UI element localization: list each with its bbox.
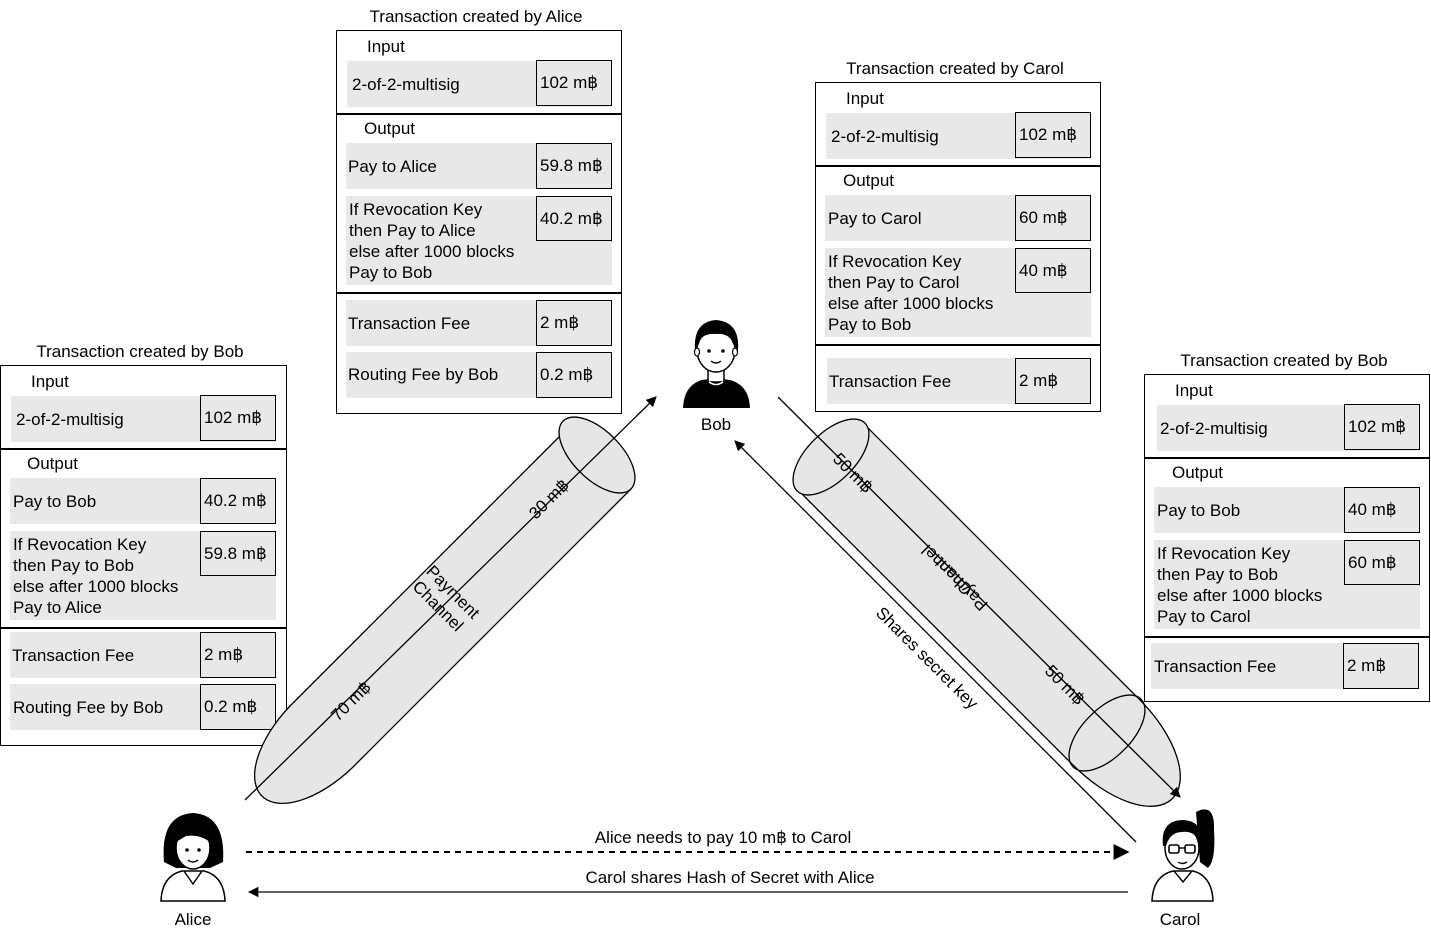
bob-name-label: Bob <box>700 415 732 434</box>
carol-tx-divider-2 <box>816 344 1100 346</box>
alice-tx-fee-label: Transaction Fee <box>348 314 471 333</box>
bob-right-tx-out1-label: Pay to Bob <box>1157 501 1241 520</box>
alice-tx-out1-label: Pay to Alice <box>348 157 437 176</box>
bob-left-tx-box: Input 2-of-2-multisig 102 m฿ Output Pay … <box>0 365 287 746</box>
bob-right-tx-input-header: Input <box>1175 381 1213 400</box>
carol-tx-output-header: Output <box>843 171 895 190</box>
alice-tx-title: Transaction created by Alice <box>369 7 583 26</box>
bob-right-tx-out2-amount: 60 m฿ <box>1344 540 1420 585</box>
carol-tx-input-label: 2-of-2-multisig <box>831 127 939 146</box>
bob-right-tx-divider-1 <box>1145 457 1429 459</box>
alice-avatar-icon <box>160 813 226 902</box>
carol-tx-input-header: Input <box>846 89 884 108</box>
bob-left-tx-routing-label: Routing Fee by Bob <box>13 698 164 717</box>
carol-tx-out1-amount: 60 m฿ <box>1015 195 1091 241</box>
carol-name-label: Carol <box>1159 910 1201 929</box>
bob-right-tx-input-amount: 102 m฿ <box>1344 404 1420 450</box>
bob-right-tx-box: Input 2-of-2-multisig 102 m฿ Output Pay … <box>1144 374 1430 702</box>
alice-tx-input-label: 2-of-2-multisig <box>352 75 460 94</box>
bob-right-tx-title: Transaction created by Bob <box>1180 351 1388 370</box>
bob-right-tx-divider-2 <box>1145 636 1429 638</box>
carol-tx-out2-label: If Revocation Key then Pay to Carol else… <box>828 252 994 334</box>
bob-avatar-icon <box>683 320 750 408</box>
alice-tx-routing-label: Routing Fee by Bob <box>348 365 499 384</box>
carol-tx-out1-label: Pay to Carol <box>828 209 922 228</box>
carol-tx-box: Input 2-of-2-multisig 102 m฿ Output Pay … <box>815 82 1101 412</box>
alice-tx-fee-amount: 2 m฿ <box>536 300 612 346</box>
bob-left-tx-out1-label: Pay to Bob <box>13 492 97 511</box>
bob-right-tx-fee-amount: 2 m฿ <box>1343 643 1419 689</box>
alice-tx-divider-2 <box>337 292 621 294</box>
bob-left-tx-output-header: Output <box>27 454 79 473</box>
bob-left-tx-fee-amount: 2 m฿ <box>200 632 276 678</box>
alice-name-label: Alice <box>174 910 212 929</box>
bob-right-tx-fee-label: Transaction Fee <box>1154 657 1277 676</box>
bob-left-tx-fee-label: Transaction Fee <box>12 646 135 665</box>
alice-tx-divider-1 <box>337 113 621 115</box>
carol-tx-divider-1 <box>816 165 1100 167</box>
bob-left-tx-input-header: Input <box>31 372 69 391</box>
carol-to-bob-secret-arrow <box>734 440 1137 843</box>
alice-tx-output-header: Output <box>364 119 416 138</box>
alice-tx-out2-label: If Revocation Key then Pay to Alice else… <box>349 200 515 282</box>
bob-left-tx-out1-amount: 40.2 m฿ <box>200 478 276 524</box>
alice-needs-to-pay-label: Alice needs to pay 10 m฿ to Carol <box>594 828 852 847</box>
bob-left-tx-input-label: 2-of-2-multisig <box>16 410 124 429</box>
bob-to-carol-arrow <box>777 396 1181 798</box>
carol-shares-hash-label: Carol shares Hash of Secret with Alice <box>585 868 875 887</box>
bob-right-tx-out2-label: If Revocation Key then Pay to Bob else a… <box>1157 544 1323 626</box>
alice-tx-out2-amount: 40.2 m฿ <box>536 196 612 241</box>
carol-tx-input-amount: 102 m฿ <box>1015 112 1091 158</box>
bob-left-tx-out2-label: If Revocation Key then Pay to Bob else a… <box>13 535 179 617</box>
bob-left-tx-divider-2 <box>1 627 286 629</box>
alice-tx-input-amount: 102 m฿ <box>536 60 612 106</box>
alice-tx-box: Input 2-of-2-multisig 102 m฿ Output Pay … <box>336 30 622 414</box>
carol-avatar-icon <box>1151 809 1215 902</box>
bob-right-tx-input-label: 2-of-2-multisig <box>1160 419 1268 438</box>
bob-left-tx-out2-amount: 59.8 m฿ <box>200 531 276 576</box>
alice-to-bob-arrow <box>244 396 657 801</box>
bob-right-tx-output-header: Output <box>1172 463 1224 482</box>
bob-right-tx-out1-amount: 40 m฿ <box>1344 487 1420 533</box>
alice-tx-routing-amount: 0.2 m฿ <box>536 352 612 398</box>
bob-left-tx-divider-1 <box>1 448 286 450</box>
bob-left-tx-input-amount: 102 m฿ <box>200 395 276 441</box>
carol-tx-fee-amount: 2 m฿ <box>1015 358 1091 404</box>
bob-left-tx-title: Transaction created by Bob <box>36 342 244 361</box>
carol-tx-title: Transaction created by Carol <box>846 59 1064 78</box>
carol-tx-fee-label: Transaction Fee <box>829 372 952 391</box>
alice-tx-input-header: Input <box>367 37 405 56</box>
bob-left-tx-routing-amount: 0.2 m฿ <box>200 684 276 730</box>
carol-tx-out2-amount: 40 m฿ <box>1015 248 1091 293</box>
alice-tx-out1-amount: 59.8 m฿ <box>536 143 612 189</box>
